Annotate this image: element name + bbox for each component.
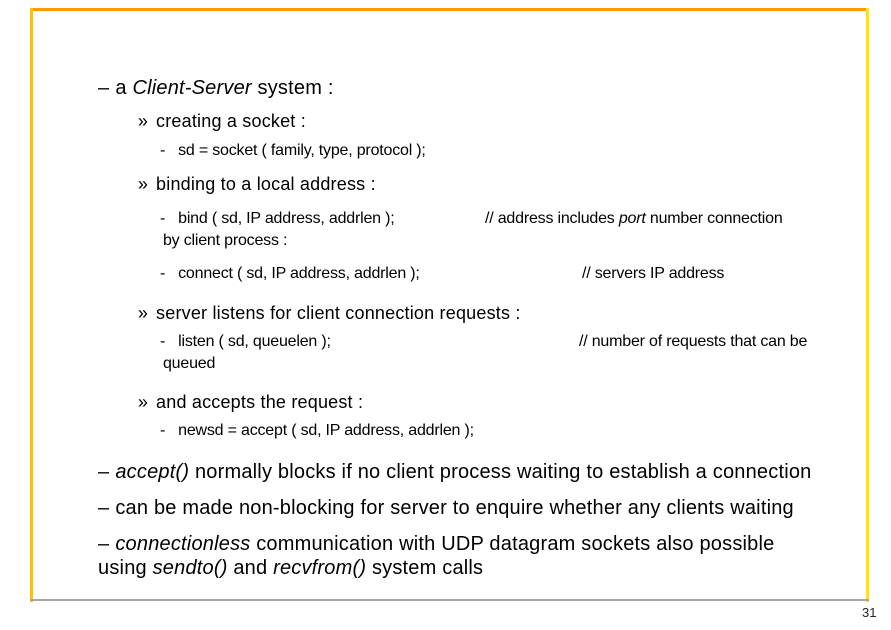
text-run-italic: sendto() bbox=[152, 557, 228, 579]
hyphen-bullet: - bbox=[159, 333, 166, 351]
code-line-listen-wrap: queued bbox=[146, 337, 215, 392]
dash-bullet: – bbox=[98, 77, 110, 99]
bullet-accepts-request: » and accepts the request : bbox=[117, 371, 363, 433]
code-text: by client process : bbox=[162, 232, 288, 250]
bullet-server-listens: » server listens for client connection re… bbox=[117, 282, 521, 344]
text-run: and bbox=[227, 557, 274, 579]
text-run: communication with UDP datagram sockets … bbox=[250, 533, 775, 555]
comment-text: // address includes bbox=[484, 210, 619, 228]
bullet-connectionless: –connectionless communication with UDP d… bbox=[75, 510, 774, 579]
bullet-creating-socket: » creating a socket : bbox=[117, 90, 306, 152]
chevron-bullet: » bbox=[137, 110, 149, 131]
dash-bullet: – bbox=[98, 461, 110, 483]
text-run: and accepts the request : bbox=[156, 391, 364, 412]
code-line-socket: -sd = socket ( family, type, protocol ); bbox=[143, 124, 426, 179]
comment-text-italic: port bbox=[618, 210, 646, 228]
bullet-non-blocking: –can be made non-blocking for server to … bbox=[75, 474, 794, 543]
hyphen-bullet: - bbox=[159, 422, 166, 440]
hyphen-bullet: - bbox=[159, 265, 166, 283]
code-line-accept: -newsd = accept ( sd, IP address, addrle… bbox=[143, 404, 474, 459]
text-run: can be made non-blocking for server to e… bbox=[115, 497, 794, 519]
code-line-listen: -listen ( sd, queuelen ); bbox=[143, 315, 331, 370]
code-line-bind: -bind ( sd, IP address, addrlen ); bbox=[143, 192, 395, 247]
code-text: newsd = accept ( sd, IP address, addrlen… bbox=[178, 422, 474, 440]
text-run: binding to a local address : bbox=[156, 173, 376, 194]
frame-top-line bbox=[30, 8, 869, 11]
text-run: creating a socket : bbox=[156, 110, 306, 131]
dash-bullet: – bbox=[98, 497, 110, 519]
hyphen-bullet: - bbox=[159, 142, 166, 160]
comment-text: // servers IP address bbox=[581, 265, 725, 283]
comment-text: number connection bbox=[645, 210, 783, 228]
bullet-accept-blocks: –accept() normally blocks if no client p… bbox=[75, 438, 812, 507]
text-run: normally blocks if no client process wai… bbox=[189, 461, 812, 483]
code-text: connect ( sd, IP address, addrlen ); bbox=[178, 265, 420, 283]
text-run: system calls bbox=[366, 557, 484, 579]
text-run-italic: Client-Server bbox=[132, 77, 252, 99]
code-comment-connect: // servers IP address bbox=[565, 247, 724, 302]
code-comment-listen: // number of requests that can be bbox=[562, 315, 807, 370]
code-line-connect: -connect ( sd, IP address, addrlen ); bbox=[143, 247, 420, 302]
text-run-italic: recvfrom() bbox=[273, 557, 367, 579]
bullet-connectionless-wrap: using sendto() and recvfrom() system cal… bbox=[75, 534, 483, 603]
frame-bottom-line bbox=[30, 599, 869, 601]
frame-right-line bbox=[866, 8, 869, 602]
text-run: using bbox=[98, 557, 153, 579]
text-run-italic: accept() bbox=[115, 461, 190, 483]
comment-text: // number of requests that can be bbox=[578, 333, 808, 351]
text-run: a bbox=[115, 77, 133, 99]
text-run-italic: connectionless bbox=[115, 533, 251, 555]
chevron-bullet: » bbox=[137, 302, 149, 323]
code-line-bind-wrap: by client process : bbox=[146, 214, 287, 269]
bullet-binding-address: » binding to a local address : bbox=[117, 153, 376, 215]
text-run: system : bbox=[251, 77, 334, 99]
code-text: listen ( sd, queuelen ); bbox=[178, 333, 331, 351]
page-number: 31 bbox=[862, 605, 877, 620]
bullet-client-server-system: –a Client-Server system : bbox=[75, 54, 334, 123]
frame-left-line bbox=[30, 8, 33, 602]
code-text: sd = socket ( family, type, protocol ); bbox=[178, 142, 426, 160]
hyphen-bullet: - bbox=[159, 210, 166, 228]
chevron-bullet: » bbox=[137, 173, 149, 194]
chevron-bullet: » bbox=[137, 391, 149, 412]
dash-bullet: – bbox=[98, 533, 110, 555]
code-text: queued bbox=[162, 355, 216, 373]
code-text: bind ( sd, IP address, addrlen ); bbox=[178, 210, 395, 228]
text-run: server listens for client connection req… bbox=[156, 302, 521, 323]
code-comment-bind: // address includes port number connecti… bbox=[468, 192, 783, 247]
